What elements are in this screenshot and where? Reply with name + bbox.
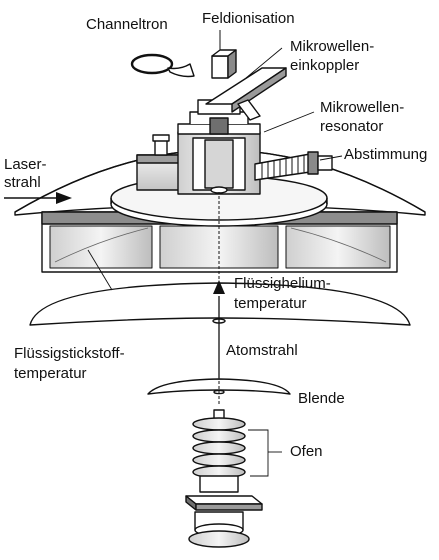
label-helium-line2: temperatur xyxy=(234,295,307,312)
label-laser-line2: strahl xyxy=(4,174,41,191)
label-resonator-line2: resonator xyxy=(320,118,384,135)
label-stickstoff-line2: temperatur xyxy=(14,365,87,382)
laser-arrow-head xyxy=(56,192,72,204)
oven xyxy=(185,409,263,548)
label-laser-line1: Laser- xyxy=(4,156,47,173)
label-channeltron: Channeltron xyxy=(86,16,168,33)
label-resonator-line1: Mikrowellen- xyxy=(320,99,405,116)
label-helium-line1: Flüssighelium- xyxy=(234,275,331,292)
lower-dish xyxy=(29,282,411,326)
channeltron xyxy=(130,53,174,75)
atom-beam-arrow xyxy=(213,280,225,294)
label-atomstrahl: Atomstrahl xyxy=(226,342,298,359)
label-einkoppler-line2: einkoppler xyxy=(290,57,360,74)
label-feldionisation: Feldionisation xyxy=(202,10,295,27)
label-blende: Blende xyxy=(298,390,345,407)
label-ofen: Ofen xyxy=(290,443,323,460)
field-ionization-element xyxy=(211,55,229,79)
label-stickstoff-line1: Flüssigstickstoff- xyxy=(14,345,125,362)
label-abstimmung: Abstimmung xyxy=(344,146,428,163)
label-einkoppler-line1: Mikrowellen- xyxy=(290,38,375,55)
